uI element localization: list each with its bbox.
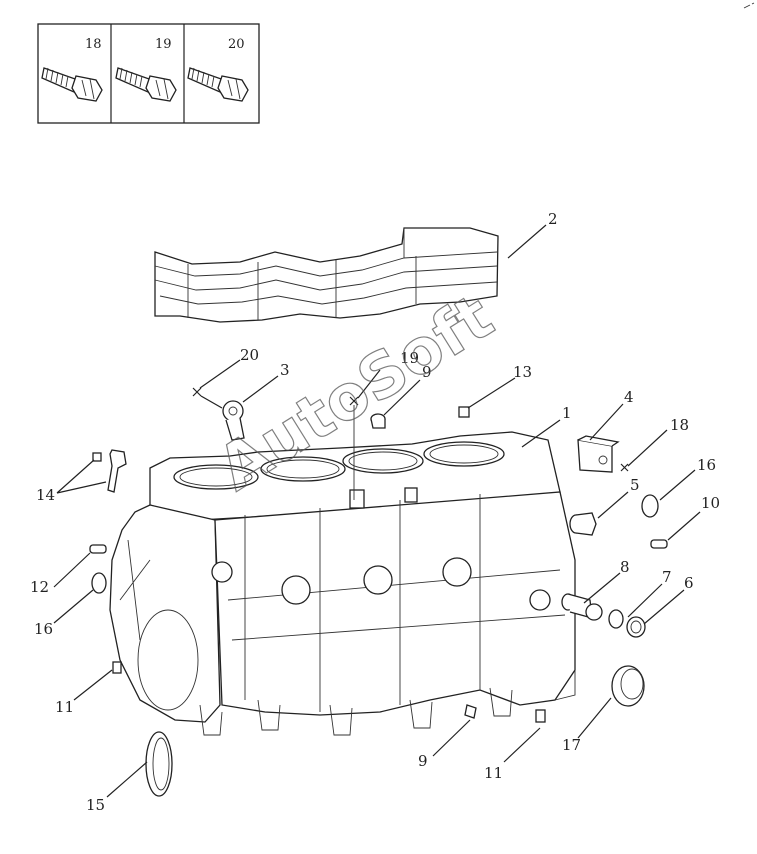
bolt-20-icon (187, 67, 249, 102)
callout-2: 2 (548, 210, 558, 228)
leader-lines (53, 224, 701, 798)
callout-15: 15 (86, 796, 105, 814)
corner-mark (743, 2, 755, 9)
o-ring-part-7 (608, 609, 624, 629)
fitting-part-8 (561, 593, 603, 621)
sensor-part-14 (92, 449, 127, 493)
callout-14: 14 (36, 486, 55, 504)
callout-18: 18 (670, 416, 689, 434)
bolt-19-marker-icon (349, 396, 359, 406)
callout-3: 3 (280, 361, 290, 379)
pin-part-12 (89, 544, 107, 554)
knock-sensor-part-3 (222, 400, 245, 441)
callout-13: 13 (513, 363, 532, 381)
callout-5: 5 (630, 476, 640, 494)
inset-label-20: 20 (228, 37, 245, 52)
dowel-part-9-top (370, 413, 386, 429)
callout-6: 6 (684, 574, 694, 592)
dowel-part-9-bottom (464, 704, 477, 719)
inset-label-19: 19 (155, 37, 172, 52)
callout-16-right: 16 (697, 456, 716, 474)
pin-part-10 (650, 539, 668, 549)
bedplate-part-2 (154, 227, 499, 323)
callout-10: 10 (701, 494, 720, 512)
dowel-part-11-left (112, 661, 122, 674)
dowel-part-11-bottom (535, 709, 546, 723)
seal-part-16-left (91, 572, 107, 594)
callout-11-bottom: 11 (484, 764, 503, 782)
callout-12: 12 (30, 578, 49, 596)
callout-16-left: 16 (34, 620, 53, 638)
callout-11-left: 11 (55, 698, 74, 716)
seal-part-17 (611, 665, 645, 707)
bolt-18-marker-icon (620, 463, 629, 472)
cylinder-block-part-1 (109, 431, 576, 736)
callout-17: 17 (562, 736, 581, 754)
plug-part-13 (458, 406, 470, 418)
rear-seal-part-15 (145, 731, 173, 797)
callout-7: 7 (662, 568, 672, 586)
bolt-inset-panel: 18 19 20 (37, 23, 260, 124)
callout-9-bottom: 9 (418, 752, 428, 770)
seal-part-16-right (641, 494, 659, 518)
inset-label-18: 18 (85, 37, 102, 52)
callout-labels: 2 1 3 20 19 9 13 4 18 16 5 10 8 7 6 14 1… (30, 210, 720, 814)
callout-19: 19 (400, 349, 419, 367)
callout-8: 8 (620, 558, 630, 576)
plug-part-5 (569, 512, 597, 536)
callout-1: 1 (562, 404, 572, 422)
bolt-19-icon (115, 67, 177, 102)
bracket-part-4 (577, 435, 620, 473)
callout-20: 20 (240, 346, 259, 364)
callout-9-top: 9 (422, 363, 432, 381)
bolt-18-icon (41, 67, 103, 102)
callout-4: 4 (624, 388, 634, 406)
plug-part-6 (626, 616, 646, 638)
bolt-20-marker-icon (192, 387, 202, 397)
